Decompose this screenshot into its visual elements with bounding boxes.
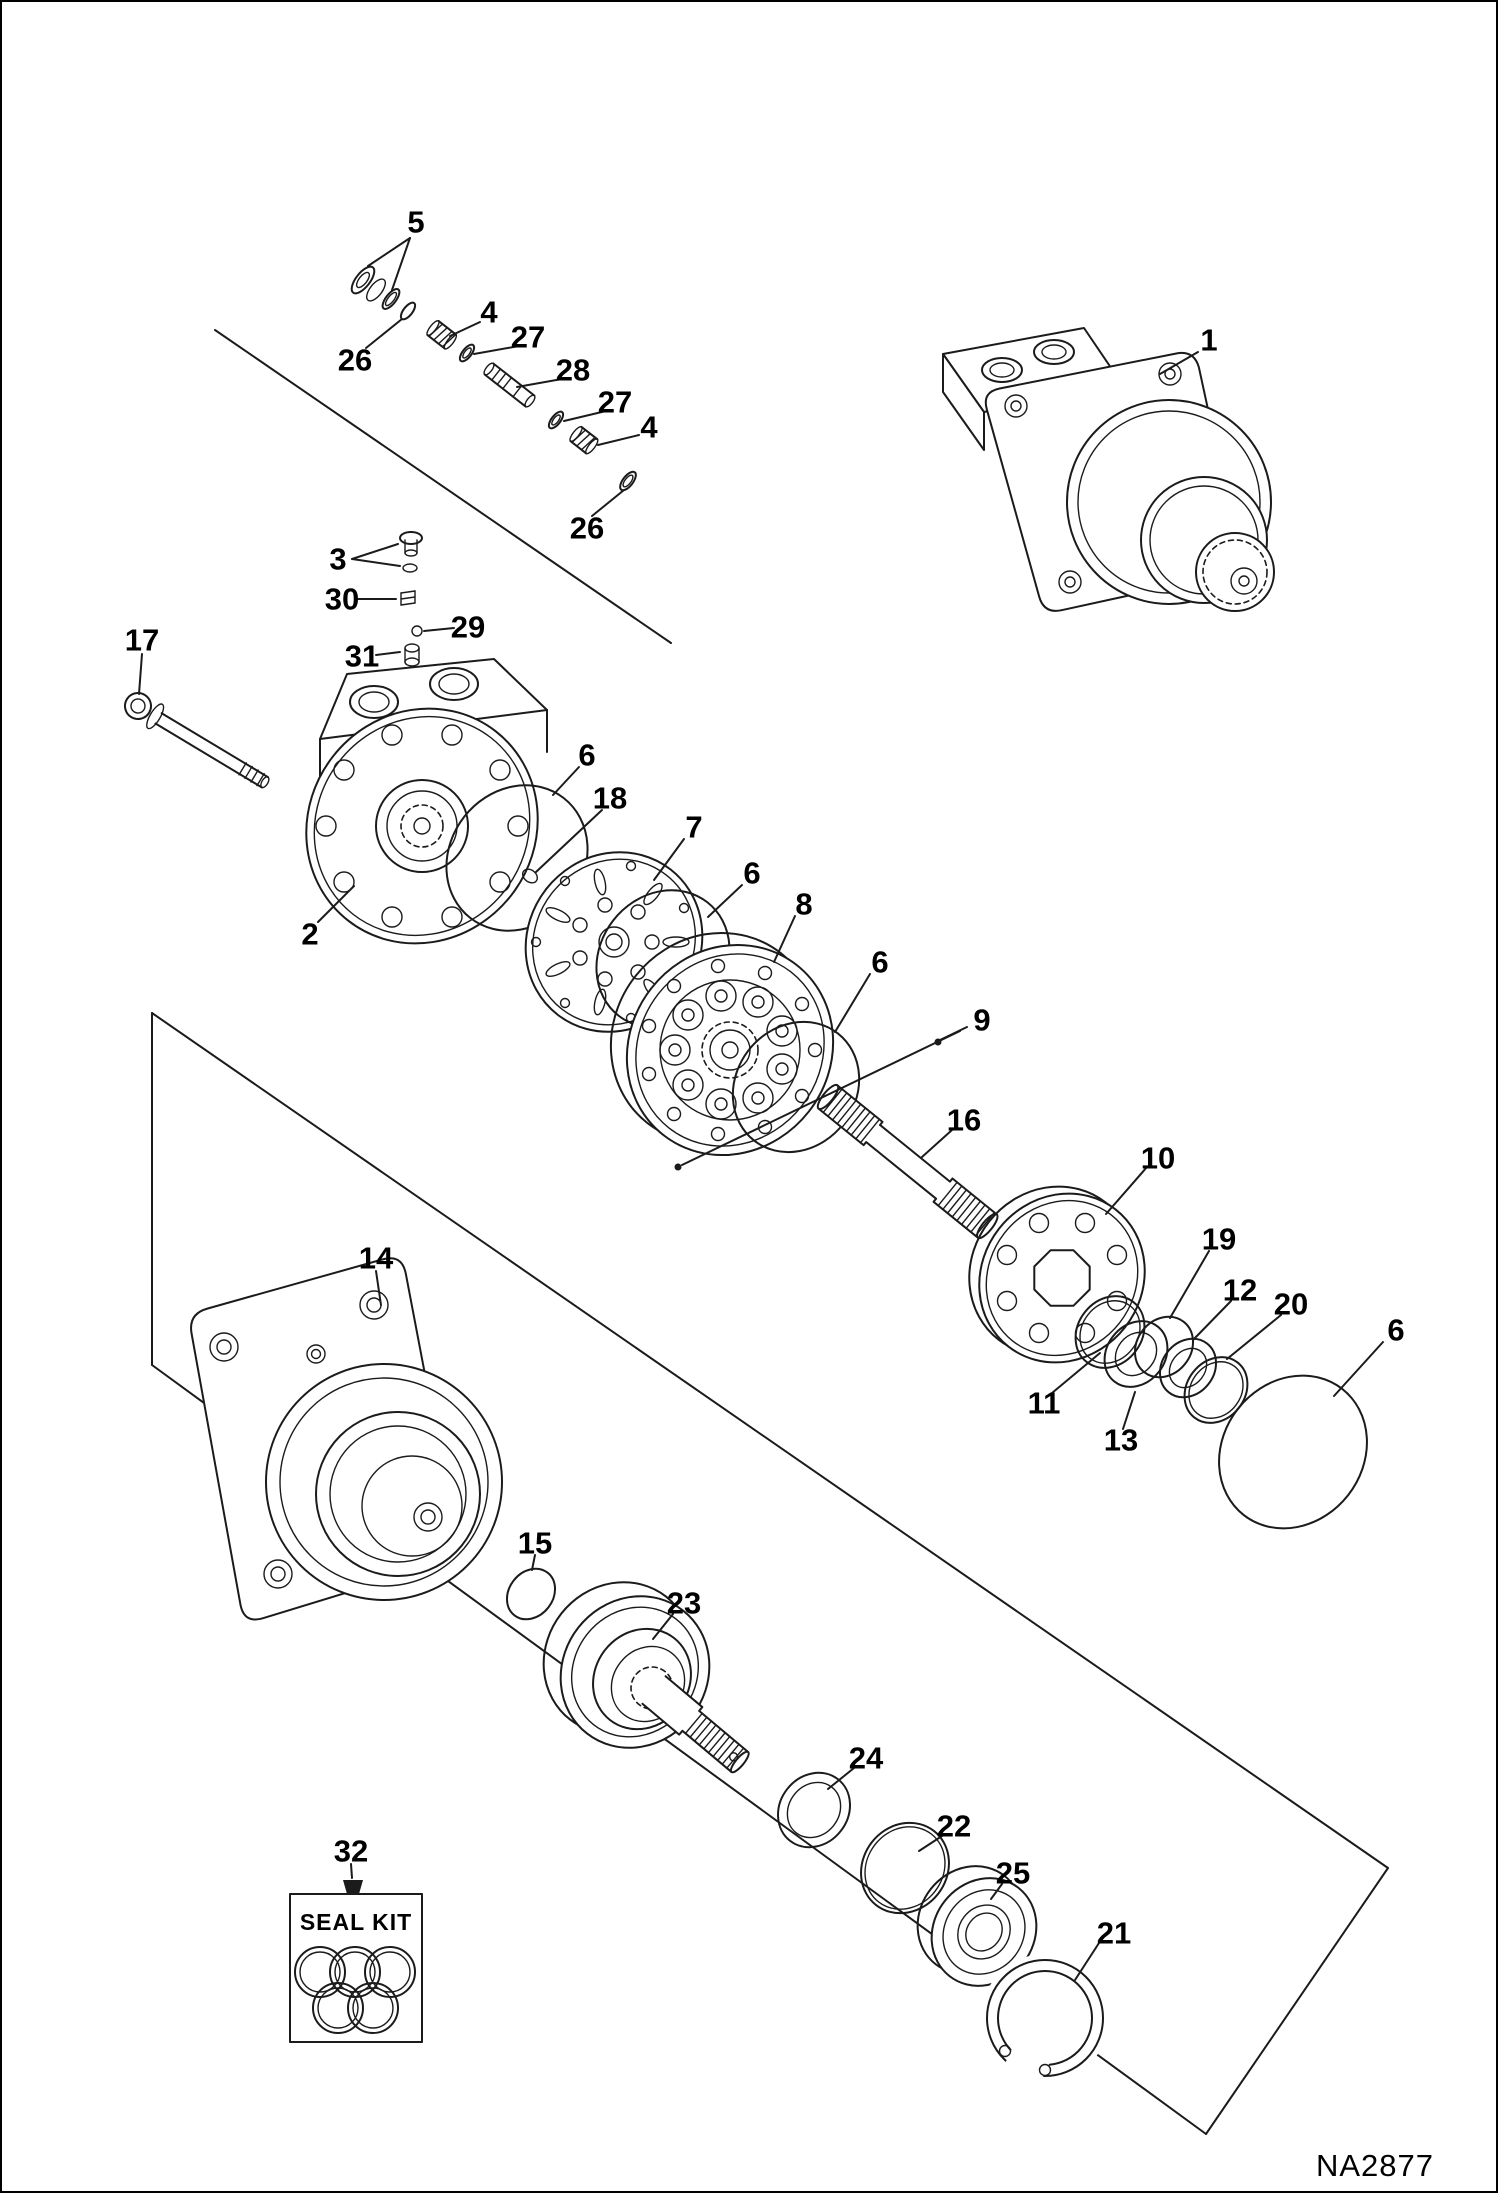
callout-14: 14	[358, 1240, 394, 1276]
part-14-flange-housing	[190, 1257, 503, 1621]
callout-22: 22	[936, 1808, 972, 1844]
part-32-seal-kit: SEAL KIT	[289, 1880, 423, 2043]
callout-4: 4	[640, 409, 658, 445]
callout-3: 3	[329, 541, 347, 577]
callout-6: 6	[743, 855, 761, 891]
callout-20: 20	[1273, 1286, 1309, 1322]
part-5-plug	[350, 265, 401, 310]
part-25-seal-carrier	[916, 1865, 1038, 1987]
part-29-ball	[411, 625, 423, 637]
part-19-washer	[1134, 1315, 1194, 1379]
callout-17: 17	[124, 622, 160, 658]
callout-26: 26	[569, 510, 605, 546]
part-4-spring-b	[569, 425, 599, 455]
callout-12: 12	[1222, 1272, 1258, 1308]
callout-10: 10	[1140, 1140, 1176, 1176]
callout-6: 6	[871, 944, 889, 980]
callout-25: 25	[995, 1855, 1031, 1891]
part-12-washer	[1158, 1337, 1218, 1399]
leader-lines	[138, 237, 1384, 1981]
callout-9: 9	[973, 1002, 991, 1038]
callout-24: 24	[848, 1740, 884, 1776]
callout-21: 21	[1096, 1915, 1132, 1951]
part-3-relief-plug	[399, 531, 423, 573]
part-26-washer-b	[619, 470, 637, 492]
callout-8: 8	[795, 886, 813, 922]
callout-7: 7	[685, 809, 703, 845]
callout-30: 30	[324, 581, 360, 617]
part-20-ring	[1183, 1356, 1249, 1424]
callout-15: 15	[517, 1525, 553, 1561]
part-31-seat	[404, 643, 420, 667]
callout-6: 6	[1387, 1312, 1405, 1348]
callout-6: 6	[578, 737, 596, 773]
part-27-washer-a	[458, 343, 476, 363]
callout-23: 23	[666, 1585, 702, 1621]
callout-11: 11	[1027, 1385, 1061, 1421]
part-15-oring	[505, 1567, 557, 1621]
part-17-bolt	[124, 692, 270, 789]
part-13-washer	[1103, 1320, 1169, 1388]
part-27-washer-b	[547, 410, 565, 430]
callout-19: 19	[1201, 1221, 1237, 1257]
part-4-spring-a	[426, 319, 458, 350]
callout-29: 29	[450, 609, 486, 645]
callout-32: 32	[333, 1833, 369, 1869]
part-2-housing	[305, 658, 548, 945]
part-16-drive-shaft	[816, 1083, 999, 1240]
callout-27: 27	[597, 384, 633, 420]
callout-5: 5	[407, 204, 425, 240]
part-22-ring	[860, 1821, 950, 1915]
callout-31: 31	[344, 638, 380, 674]
callout-26: 26	[337, 342, 373, 378]
part-10-output-flange	[968, 1185, 1146, 1364]
callout-16: 16	[946, 1102, 982, 1138]
callout-4: 4	[480, 294, 498, 330]
callout-2: 2	[301, 916, 319, 952]
seal-kit-label: SEAL KIT	[300, 1909, 412, 1935]
part-21-retaining-ring	[981, 1954, 1109, 2089]
callout-28: 28	[555, 352, 591, 388]
callout-1: 1	[1200, 322, 1218, 358]
callout-27: 27	[510, 319, 546, 355]
part-30-spring	[400, 590, 416, 606]
doc-code: NA2877	[1315, 2148, 1434, 2183]
oring-6d	[1218, 1374, 1368, 1530]
callout-13: 13	[1103, 1422, 1139, 1458]
part-23-bearing-shaft	[542, 1581, 754, 1778]
callout-18: 18	[592, 780, 628, 816]
part-28-spool	[483, 362, 536, 408]
part-1-motor-assembly	[942, 327, 1275, 612]
part-8-rotor-set	[609, 931, 835, 1157]
